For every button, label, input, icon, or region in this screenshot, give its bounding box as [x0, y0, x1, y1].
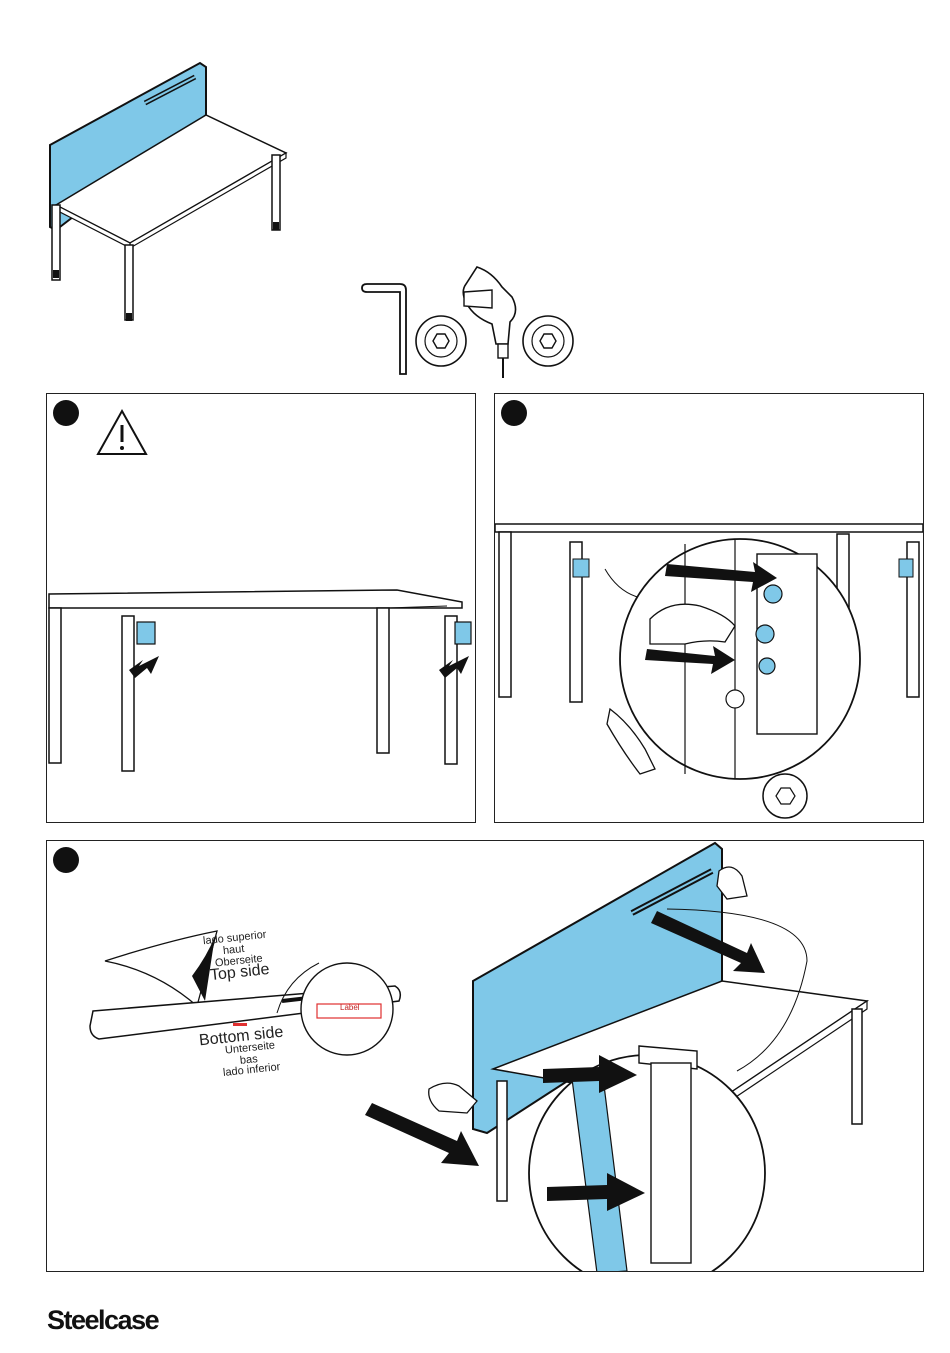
steelcase-logo: Steelcase [47, 1305, 158, 1336]
hex-bit-icon [520, 313, 576, 369]
step-1-panel [46, 393, 476, 823]
step-3-panel: Label lado superior haut Oberseite Top s… [46, 840, 924, 1272]
allen-key-icon [362, 278, 412, 378]
overview-desk-illustration [40, 55, 340, 345]
step-2-panel [494, 393, 924, 823]
desk-underside-illustration [47, 394, 476, 823]
screen-mounting-illustration [47, 841, 924, 1272]
desk-underside-illustration [495, 394, 924, 823]
